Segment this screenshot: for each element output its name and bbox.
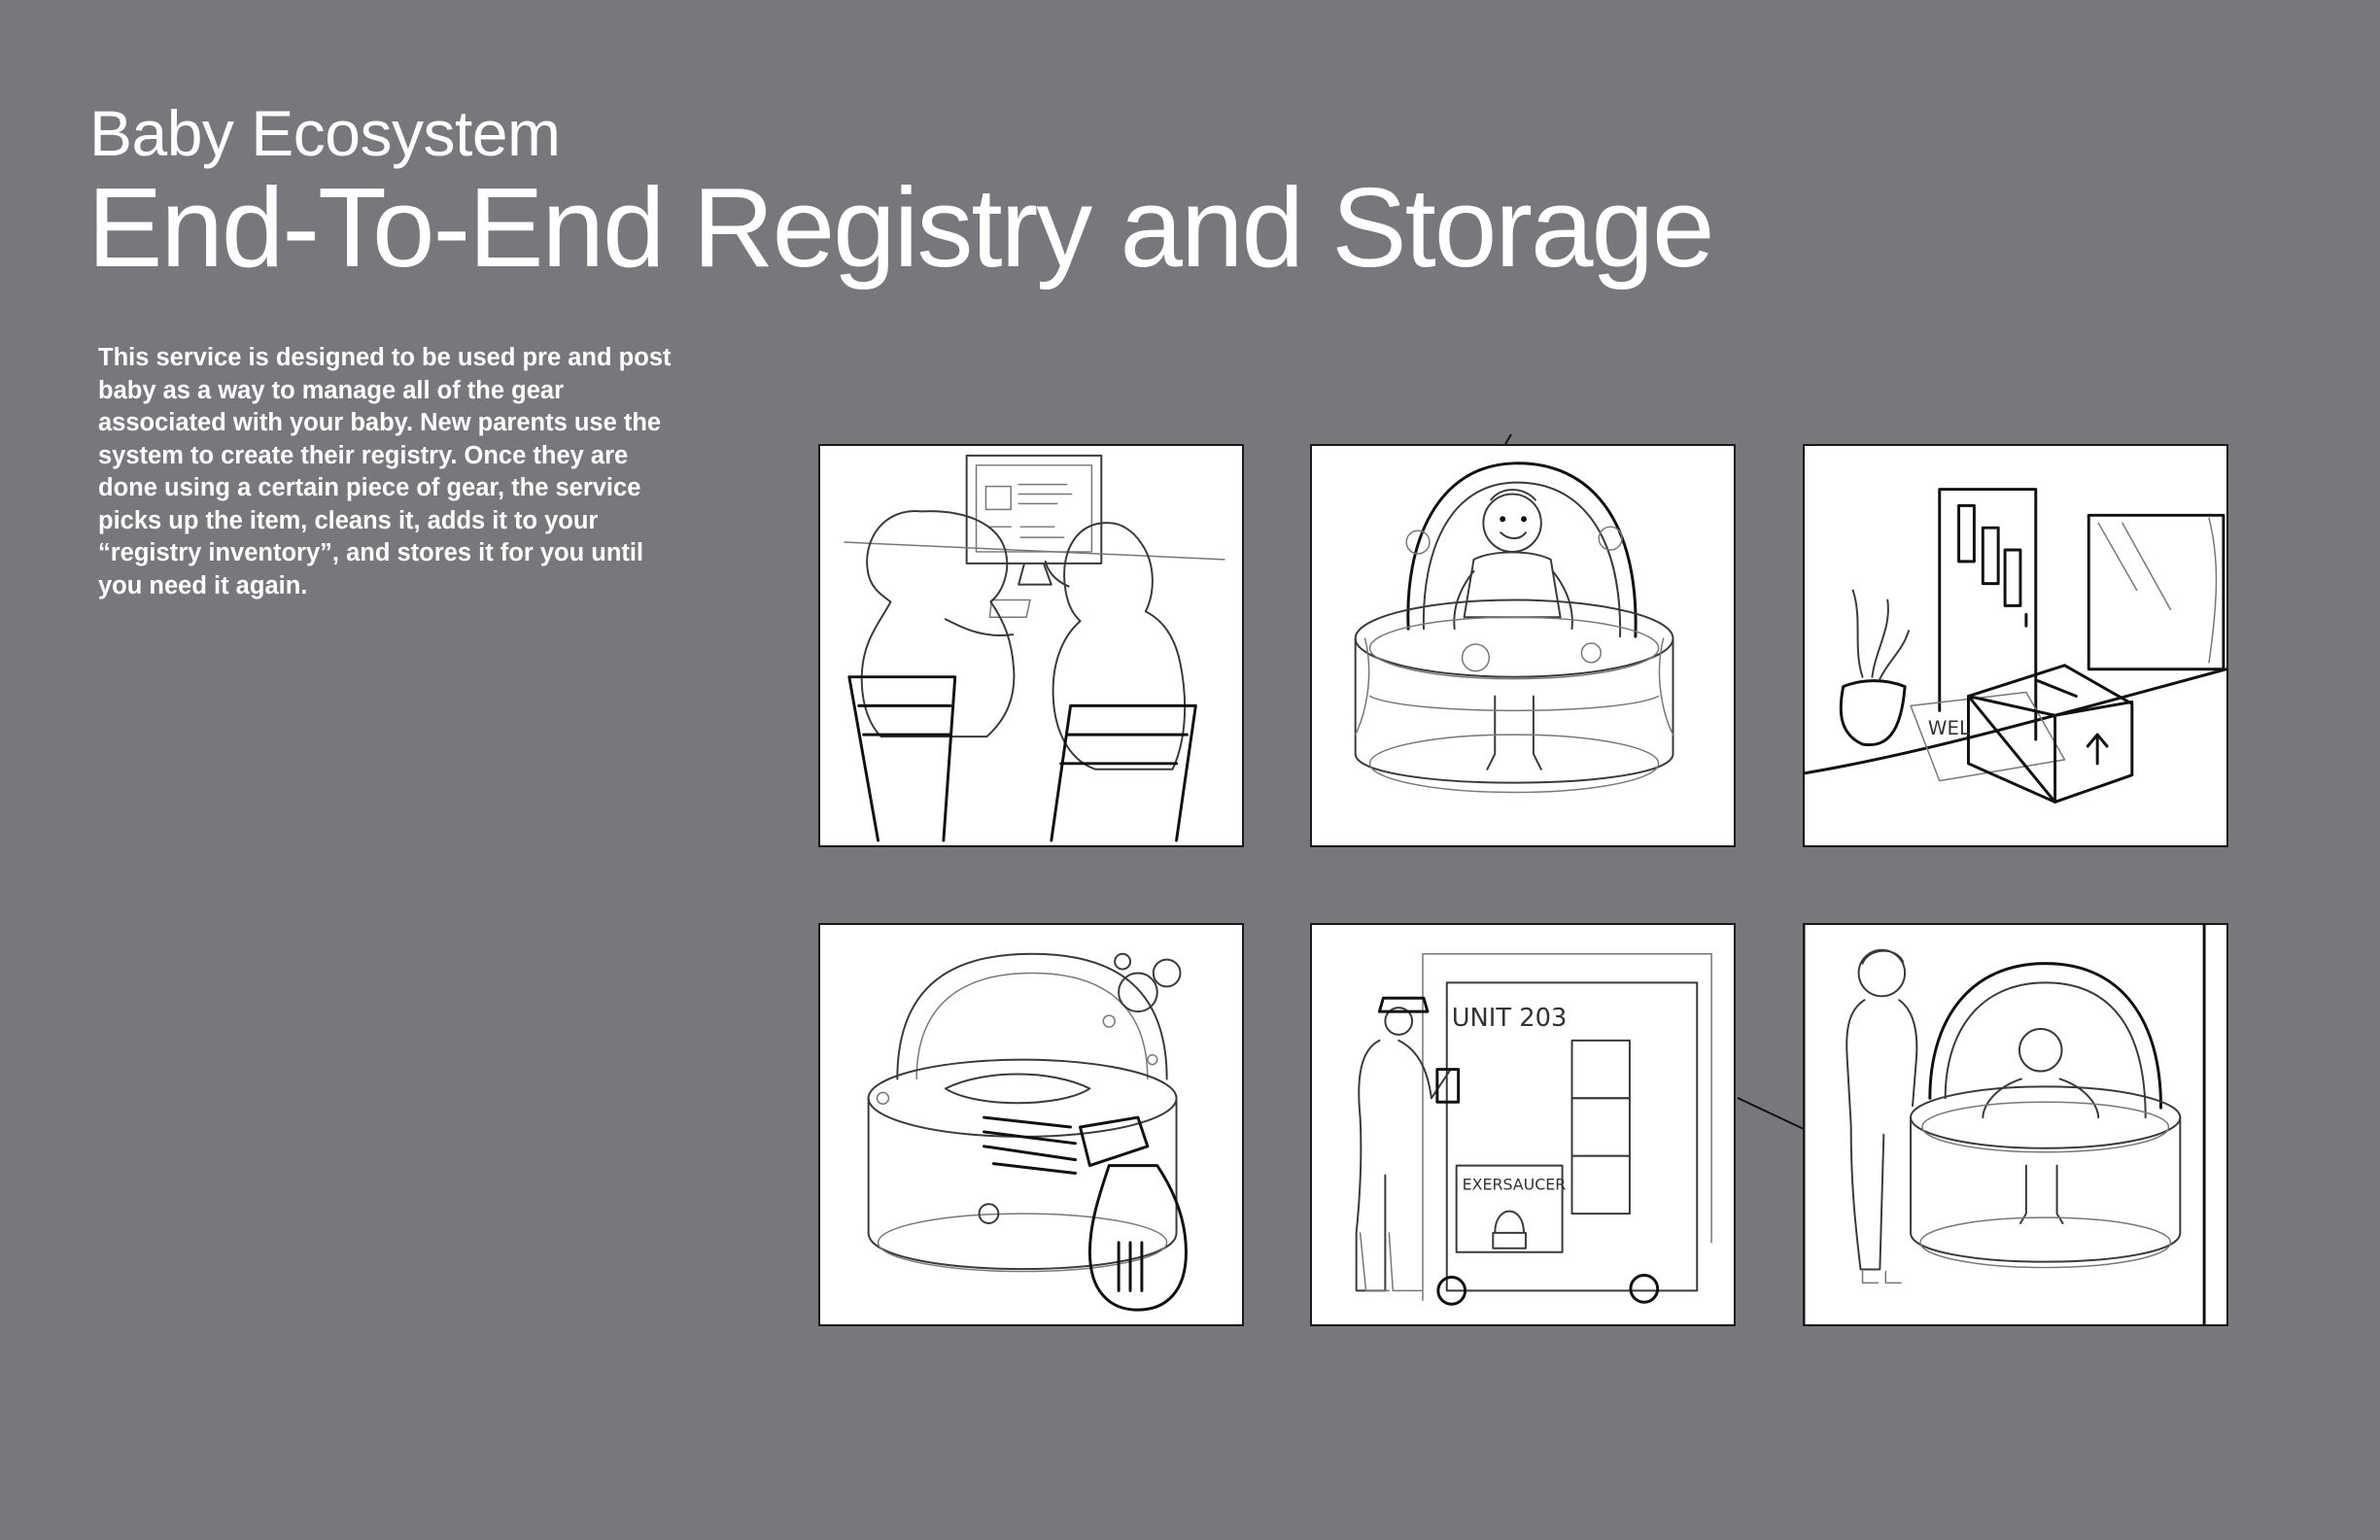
storyboard-panel-storage: UNIT 203 EXERSAUCER (1310, 923, 1736, 1326)
cleaning-exersaucer-sketch (867, 952, 1188, 1312)
storyboard-panel-return (1803, 923, 2228, 1326)
storyboard-panel-cleaning (818, 923, 1244, 1326)
storyboard-panel-pickup: WEL (1803, 444, 2228, 847)
subtitle: Baby Ecosystem (89, 97, 561, 169)
page-title: End-To-End Registry and Storage (87, 164, 1715, 291)
baby-in-exersaucer-sketch (1354, 462, 1674, 794)
welcome-mat-text: WEL (1928, 717, 1970, 739)
panel-connector-line (1737, 1097, 1805, 1130)
box-at-door-sketch: WEL (1805, 488, 2226, 804)
storage-unit-sketch: UNIT 203 EXERSAUCER (1355, 952, 1712, 1306)
storyboard-panel-baby-use (1310, 444, 1736, 847)
storyboard-panel-registry (818, 444, 1244, 847)
item-returned-sketch (1805, 925, 2206, 1324)
unit-label: UNIT 203 (1452, 1004, 1568, 1033)
service-description: This service is designed to be used pre … (98, 344, 672, 599)
bin-label: EXERSAUCER (1463, 1175, 1567, 1193)
parents-at-computer-sketch (844, 454, 1225, 842)
